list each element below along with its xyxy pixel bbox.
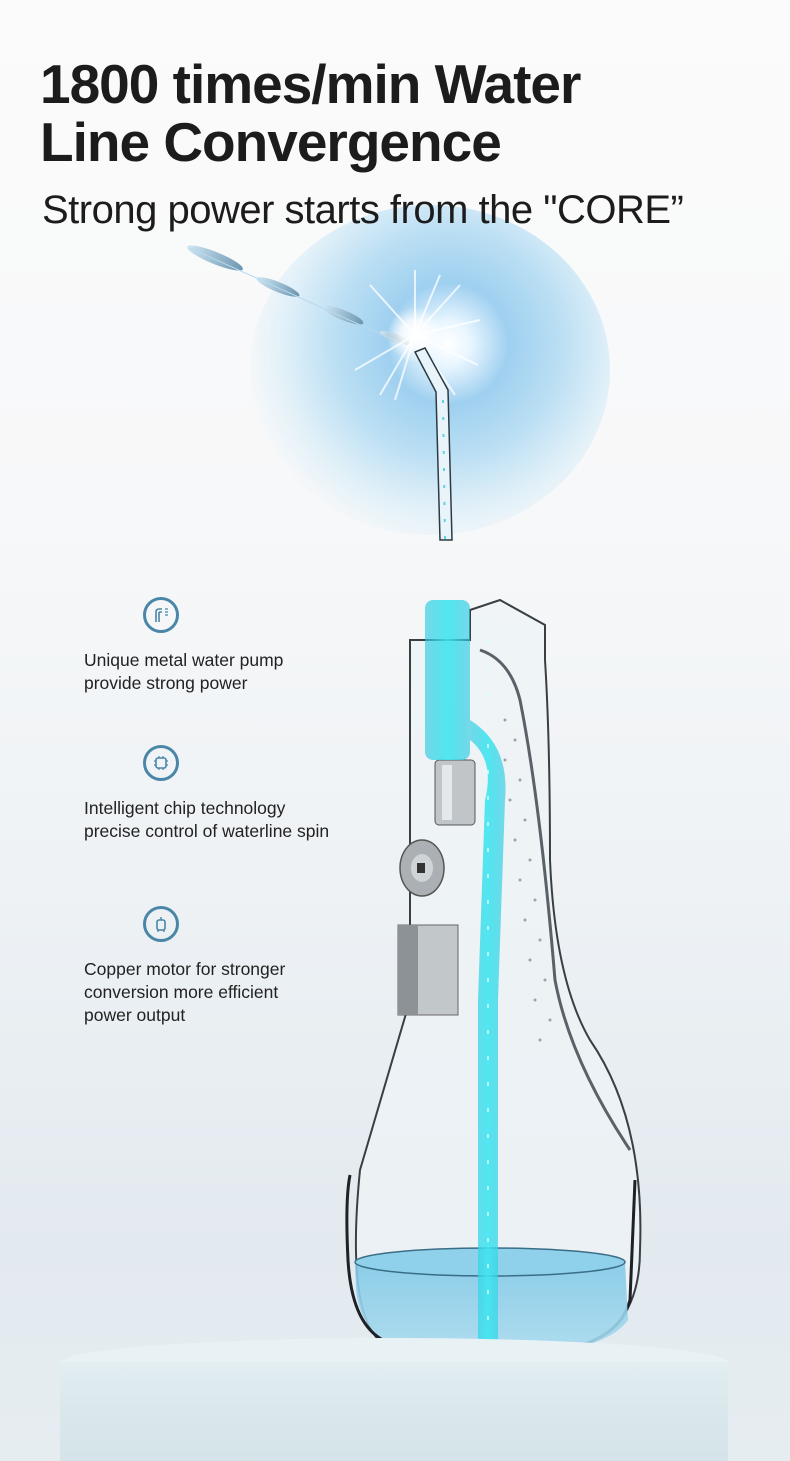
water-pump-icon	[143, 597, 179, 633]
feature-text: Intelligent chip technology precise cont…	[84, 798, 330, 841]
subtitle: Strong power starts from the "CORE”	[42, 188, 684, 232]
headline-line-2: Line Convergence	[40, 111, 502, 173]
feature-text: Unique metal water pump provide strong p…	[84, 650, 284, 693]
gear	[399, 839, 445, 897]
nozzle	[413, 347, 453, 541]
pedestal	[60, 1362, 728, 1461]
headline: 1800 times/min Water Line Convergence	[40, 53, 581, 173]
droplets	[187, 245, 421, 353]
chip-icon	[143, 745, 179, 781]
feature-text: Copper motor for stronger conversion mor…	[84, 959, 286, 1025]
headline-line-1: 1800 times/min Water	[40, 53, 581, 115]
water-stream	[425, 600, 506, 1400]
copper-motor	[397, 924, 459, 1016]
metal-water-pump	[434, 759, 476, 826]
motor-icon	[143, 906, 179, 942]
